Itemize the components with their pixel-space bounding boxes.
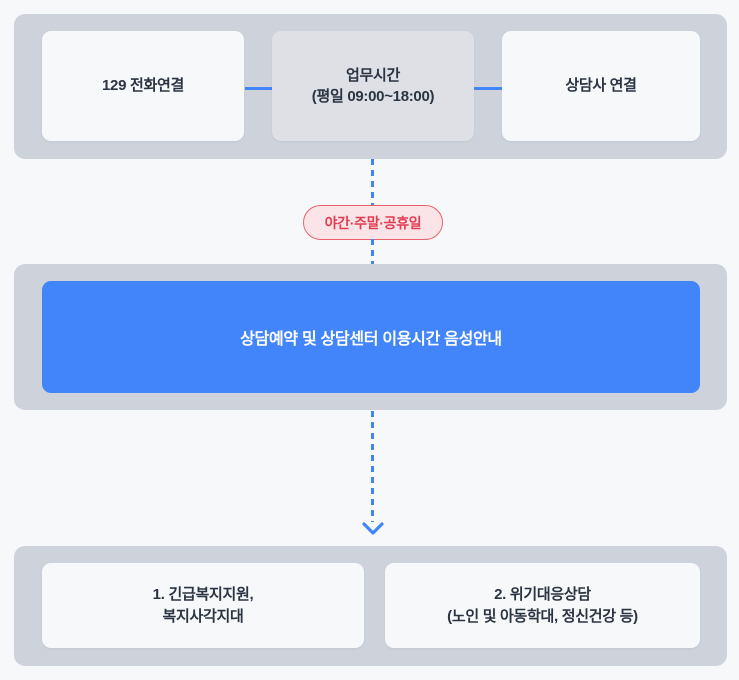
step-card-agent-connect[interactable]: 상담사 연결 <box>502 31 700 141</box>
route-1-line-1: 1. 긴급복지지원, <box>152 586 254 604</box>
dashed-connector-top <box>371 159 374 206</box>
business-hours-title: 업무시간 <box>345 66 400 84</box>
call-129-label: 전화연결 <box>130 77 185 95</box>
agent-connect-label: 상담사 연결 <box>565 77 637 95</box>
chevron-down-icon <box>362 522 384 535</box>
status-badge-off-hours: 야간·주말·공휴일 <box>303 205 443 240</box>
route-card-emergency-welfare[interactable]: 1. 긴급복지지원, 복지사각지대 <box>42 563 364 648</box>
connector-call-to-hours <box>245 87 272 90</box>
business-hours-detail: (평일 09:00~18:00) <box>311 88 435 105</box>
route-1-line-2: 복지사각지대 <box>162 607 244 625</box>
dashed-connector-middle <box>371 239 374 265</box>
step-card-business-hours[interactable]: 업무시간 (평일 09:00~18:00) <box>272 31 474 141</box>
route-2-line-2: (노인 및 아동학대, 정신건강 등) <box>447 607 638 625</box>
route-2-line-1: 2. 위기대응상담 <box>494 586 591 604</box>
off-hours-badge-label: 야간·주말·공휴일 <box>324 214 422 231</box>
call-129-text: 129 전화연결 <box>102 75 184 96</box>
dashed-connector-bottom <box>371 411 374 522</box>
route-card-crisis-counseling[interactable]: 2. 위기대응상담 (노인 및 아동학대, 정신건강 등) <box>385 563 700 648</box>
step-card-call-129[interactable]: 129 전화연결 <box>42 31 244 141</box>
call-129-number: 129 <box>101 77 127 95</box>
voice-guidance-label: 상담예약 및 상담센터 이용시간 음성안내 <box>240 331 502 348</box>
connector-hours-to-agent <box>474 87 502 90</box>
voice-guidance-banner[interactable]: 상담예약 및 상담센터 이용시간 음성안내 <box>42 281 700 393</box>
